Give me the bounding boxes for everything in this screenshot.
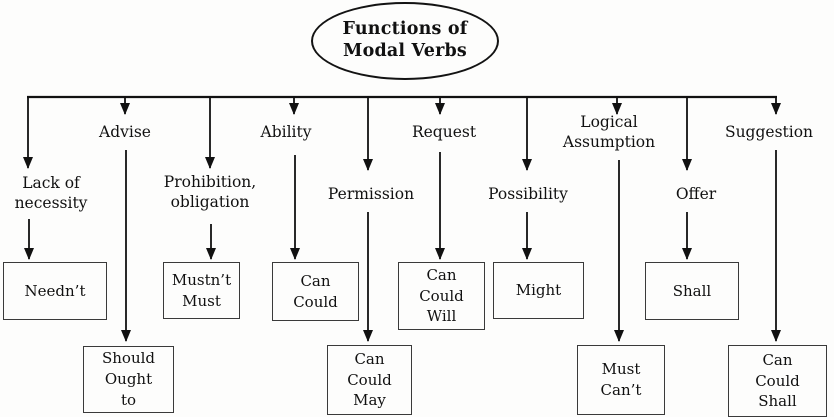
verb-box-request: Can Could Will: [398, 262, 485, 330]
function-label-prohibition-obligation: Prohibition, obligation: [163, 173, 257, 212]
verb-box-advise: Should Ought to: [83, 346, 174, 413]
verb-box-offer: Shall: [645, 262, 739, 320]
function-label-permission: Permission: [327, 185, 415, 203]
function-label-request: Request: [411, 123, 477, 141]
verb-box-possibility: Might: [493, 262, 584, 319]
verb-box-prohibition-obligation: Mustn’t Must: [163, 262, 240, 319]
function-label-logical-assumption: Logical Assumption: [562, 113, 656, 152]
function-label-offer: Offer: [675, 185, 717, 203]
verb-box-permission: Can Could May: [327, 345, 412, 415]
function-label-advise: Advise: [99, 123, 151, 141]
verb-box-suggestion: Can Could Shall: [728, 345, 827, 417]
function-label-ability: Ability: [260, 123, 312, 141]
verb-box-logical-assumption: Must Can’t: [577, 345, 665, 415]
verb-box-ability: Can Could: [272, 262, 359, 321]
function-label-possibility: Possibility: [488, 185, 568, 203]
verb-box-lack-of-necessity: Needn’t: [3, 262, 107, 320]
diagram-title: Functions of Modal Verbs: [342, 19, 468, 61]
title-ellipse: Functions of Modal Verbs: [311, 2, 499, 80]
function-label-lack-of-necessity: Lack of necessity: [14, 174, 88, 213]
function-label-suggestion: Suggestion: [724, 123, 814, 141]
